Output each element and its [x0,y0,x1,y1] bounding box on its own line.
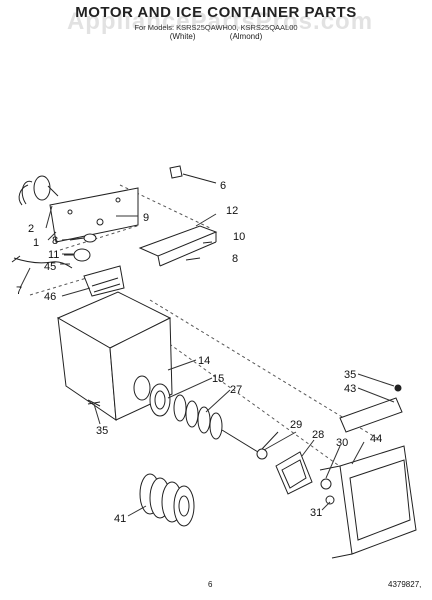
callout-7: 7 [16,285,22,297]
callout-8-left: 8 [52,235,58,247]
callout-30: 30 [336,437,348,449]
part-27-auger-spring [173,394,259,453]
part-46-chute [83,265,125,297]
auger-motor [18,175,59,206]
callout-43: 43 [344,383,356,395]
model-subtitle: For Models: KSRS25QAWH00, KSRS25QAAL00 [134,23,298,32]
part-6-clip [169,165,217,184]
callout-9: 9 [143,212,149,224]
callout-31: 31 [310,507,322,519]
callout-8-right: 8 [232,253,238,265]
callout-12: 12 [226,205,238,217]
callout-45: 45 [44,261,56,273]
page-title: MOTOR AND ICE CONTAINER PARTS [75,4,357,21]
callout-11: 11 [48,249,59,261]
callout-15: 15 [212,373,224,385]
part-35-screw-right [394,384,402,392]
callout-44: 44 [370,433,382,445]
part-41-auger [139,473,195,527]
part-15-ring [149,383,171,417]
part-11-cam [64,248,91,262]
leader-lines [19,205,395,517]
part-10-screw [202,241,213,244]
document-number: 4379827, [388,580,422,589]
page-number: 6 [208,580,213,589]
callout-1: 1 [33,237,39,249]
callout-27: 27 [230,384,242,396]
color-variants: (White) (Almond) [0,32,432,42]
callout-35-left: 35 [96,425,108,437]
part-12-cover [138,225,218,267]
part-44-front-housing [319,445,417,559]
callout-35-right: 35 [344,369,356,381]
callout-46: 46 [44,291,56,303]
callout-6: 6 [220,180,226,192]
part-7-wire-harness [11,255,73,269]
callout-28: 28 [312,429,324,441]
callout-41: 41 [114,513,126,525]
part-28-crusher [275,451,313,495]
header: MOTOR AND ICE CONTAINER PARTS For Models… [0,4,432,42]
part-8-screw [185,257,201,261]
part-30-nut [320,478,332,490]
callout-14: 14 [198,355,210,367]
callout-labels: 6 9 12 2 1 8 10 8 11 45 7 46 14 15 27 35… [16,180,382,525]
part-43-bracket [339,397,403,433]
callout-29: 29 [290,419,302,431]
part-29-gear [256,431,279,460]
part-31-washer [325,495,335,505]
callout-10: 10 [233,231,245,243]
color-white: (White) [169,32,196,41]
callout-2: 2 [28,223,34,235]
color-almond: (Almond) [229,32,263,41]
motor-mount-plate [49,187,139,243]
part-35-screw-left [87,399,101,407]
